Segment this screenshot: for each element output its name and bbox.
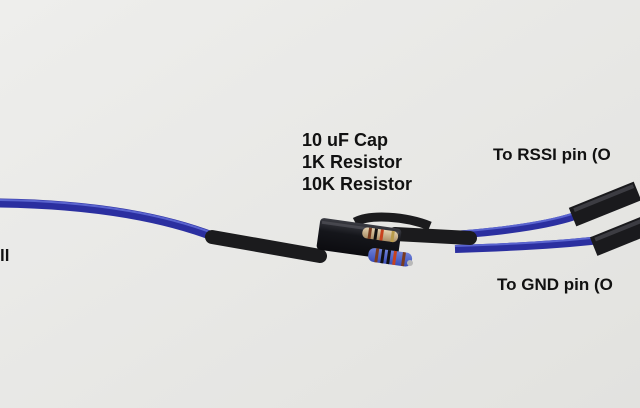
resistor-1k-label: 1K Resistor [302,152,403,172]
resistor-10k-label: 10K Resistor [302,174,413,194]
capacitor-label: 10 uF Cap [302,130,389,150]
gnd-wire [454,236,601,253]
resistor-10k [368,248,413,267]
left-wire [0,198,267,251]
rssi-connector [568,181,640,227]
rssi-pin-label: To RSSI pin (O [493,145,611,164]
gnd-connector [589,214,640,256]
left-wire-highlight [0,199,263,244]
right-heatshrink [388,227,477,245]
resistor-lead-loop [352,212,432,231]
resistor-lead-end [407,260,413,266]
left-cut-label: ll [0,246,10,265]
resistor-1k [362,227,399,243]
gnd-wire-highlight [454,236,601,247]
left-heatshrink [205,230,327,263]
components-label: 10 uF Cap 1K Resistor 10K Resistor [302,129,412,195]
gnd-pin-label: To GND pin (O [497,275,613,294]
